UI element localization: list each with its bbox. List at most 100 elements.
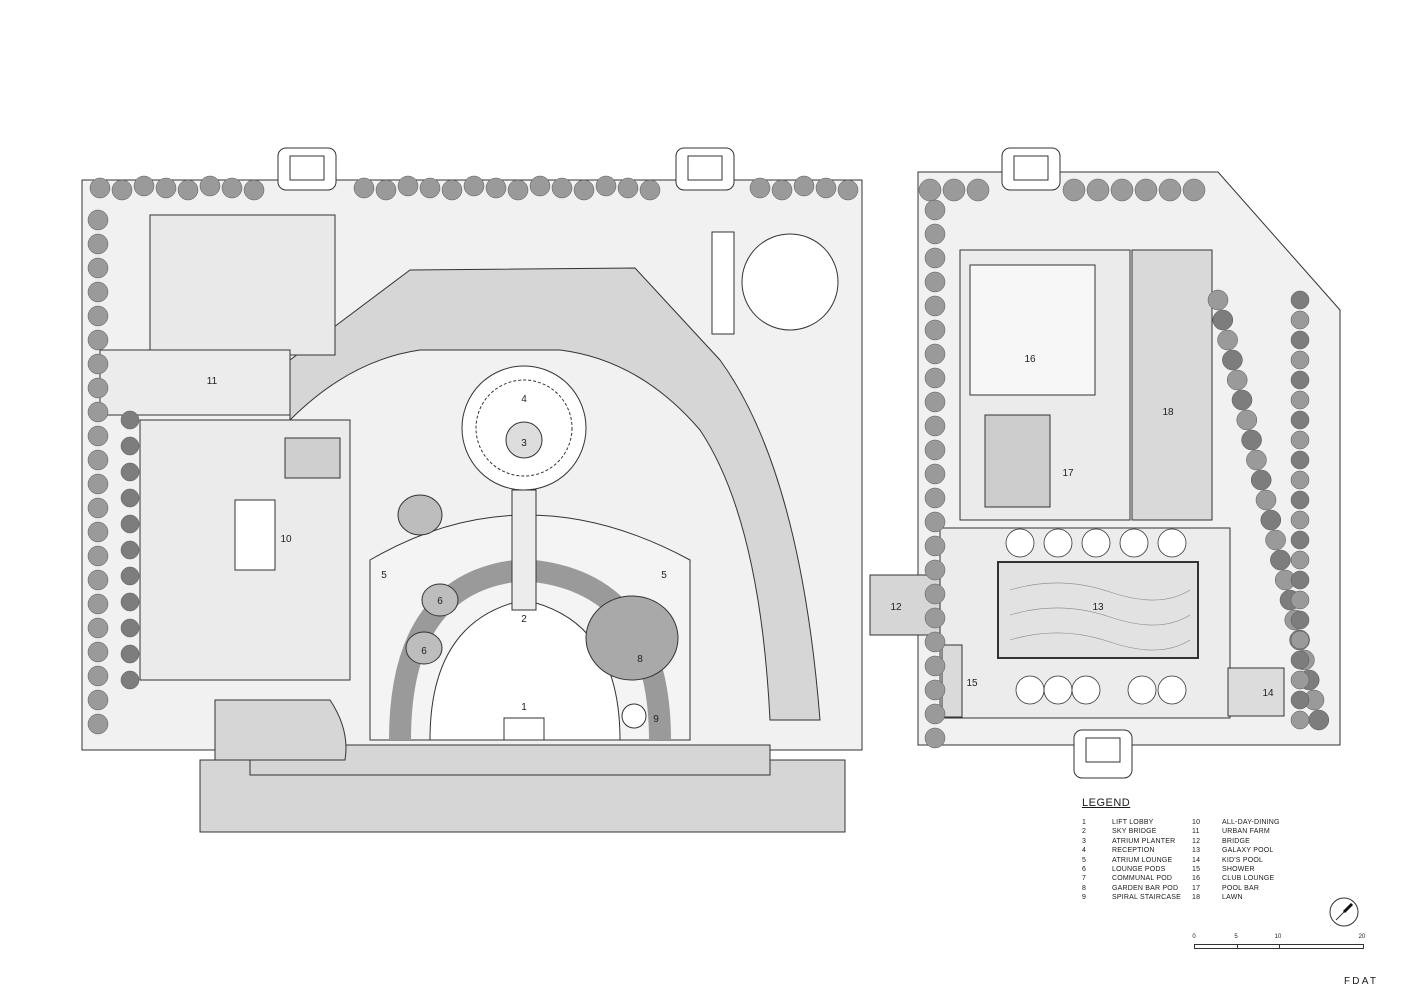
legend-item-name: BRIDGE bbox=[1222, 837, 1251, 845]
urban-farm bbox=[149, 214, 336, 356]
tree-icon bbox=[89, 177, 111, 199]
legend-item-name: SPIRAL STAIRCASE bbox=[1112, 894, 1181, 902]
tree-icon bbox=[485, 177, 507, 199]
umbrella-icon bbox=[1081, 528, 1111, 558]
label-galaxy-pool: 13 bbox=[1092, 602, 1104, 613]
tree-icon bbox=[463, 175, 485, 197]
legend-item-name: LIFT LOBBY bbox=[1112, 819, 1154, 826]
umbrella-icon bbox=[1157, 675, 1187, 705]
tree-icon bbox=[1290, 430, 1310, 450]
legend-item-number: 18 bbox=[1192, 894, 1201, 902]
tree-icon bbox=[924, 631, 946, 653]
label-lawn: 18 bbox=[1162, 407, 1174, 418]
tree-icon bbox=[1241, 429, 1262, 451]
pool-umbrellas bbox=[1005, 528, 1187, 705]
legend-item-number: 15 bbox=[1192, 866, 1201, 874]
tree-icon bbox=[924, 583, 946, 605]
legend-item-name: SKY BRIDGE bbox=[1112, 828, 1157, 836]
tree-icon bbox=[1290, 550, 1310, 570]
legend-item-number: 5 bbox=[1082, 856, 1087, 864]
legend-item-name: GARDEN BAR POD bbox=[1112, 884, 1179, 892]
tree-icon bbox=[87, 353, 109, 375]
tree-icon bbox=[120, 644, 140, 664]
tree-icon bbox=[1290, 490, 1310, 510]
round-feature bbox=[741, 233, 839, 331]
tree-icon bbox=[1217, 329, 1238, 351]
tree-icon bbox=[87, 473, 109, 495]
umbrella-icon bbox=[1015, 675, 1045, 705]
tree-icon bbox=[924, 727, 946, 749]
lounge-pod-1 bbox=[397, 494, 443, 536]
tree-icon bbox=[87, 329, 109, 351]
tree-icon bbox=[1290, 330, 1310, 350]
tree-icon bbox=[507, 179, 529, 201]
tree-icon bbox=[87, 425, 109, 447]
umbrella-icon bbox=[1157, 528, 1187, 558]
tree-icon bbox=[1062, 178, 1086, 202]
label-atrium-lounge-east: 5 bbox=[661, 570, 667, 581]
tree-icon bbox=[87, 281, 109, 303]
tree-icon bbox=[924, 247, 946, 269]
legend-item-number: 12 bbox=[1192, 837, 1201, 845]
label-pool-bar: 17 bbox=[1062, 468, 1074, 479]
tree-icon bbox=[1222, 349, 1243, 371]
lounge-pod-3 bbox=[405, 631, 443, 665]
legend-item-number: 10 bbox=[1192, 819, 1201, 826]
tree-icon bbox=[918, 178, 942, 202]
umbrella-icon bbox=[1127, 675, 1157, 705]
scale-line bbox=[1194, 944, 1364, 949]
tree-icon bbox=[924, 655, 946, 677]
tree-icon bbox=[87, 257, 109, 279]
tree-icon bbox=[87, 593, 109, 615]
legend-item: 2 SKY BRIDGE bbox=[1082, 827, 1192, 836]
legend-item: 5 ATRIUM LOUNGE bbox=[1082, 856, 1192, 865]
tree-icon bbox=[375, 179, 397, 201]
legend-item-name: ATRIUM LOUNGE bbox=[1112, 856, 1173, 864]
tree-icon bbox=[1231, 389, 1253, 411]
firm-logo: FDAT bbox=[1344, 976, 1379, 987]
label-lounge-pod-2: 6 bbox=[421, 646, 427, 657]
legend-item-name: POOL BAR bbox=[1222, 884, 1260, 892]
umbrella-icon bbox=[1043, 675, 1073, 705]
legend-item-number: 9 bbox=[1082, 894, 1087, 902]
tree-icon bbox=[87, 305, 109, 327]
tree-icon bbox=[924, 679, 946, 701]
legend-item-number: 7 bbox=[1082, 875, 1087, 883]
tree-icon bbox=[120, 462, 140, 482]
tree-icon bbox=[924, 559, 946, 581]
tree-icon bbox=[419, 177, 441, 199]
scale-bar: 0 5 10 20 bbox=[1192, 934, 1372, 960]
tree-icon bbox=[771, 179, 793, 201]
label-lift-lobby: 1 bbox=[521, 702, 527, 713]
legend-item-number: 2 bbox=[1082, 828, 1087, 836]
tree-icon bbox=[1290, 310, 1310, 330]
legend-item-name: LAWN bbox=[1222, 894, 1243, 902]
tree-icon bbox=[87, 401, 109, 423]
tree-icon bbox=[1290, 410, 1310, 430]
tree-icon bbox=[177, 179, 199, 201]
label-sky-bridge: 2 bbox=[521, 614, 527, 625]
tree-icon bbox=[441, 179, 463, 201]
legend-item-name: COMMUNAL POD bbox=[1112, 875, 1173, 883]
scale-tick-20: 20 bbox=[1358, 934, 1366, 940]
tree-icon bbox=[1134, 178, 1158, 202]
tree-icon bbox=[87, 497, 109, 519]
tree-icon bbox=[1290, 470, 1310, 490]
kids-pool bbox=[1227, 667, 1285, 717]
label-atrium-lounge-west: 5 bbox=[381, 570, 387, 581]
tree-icon bbox=[120, 670, 140, 690]
tree-icon bbox=[815, 177, 837, 199]
tree-icon bbox=[639, 179, 661, 201]
tree-icon bbox=[120, 410, 140, 430]
label-all-day-dining: 10 bbox=[280, 534, 292, 545]
legend-item-number: 14 bbox=[1192, 856, 1201, 864]
tree-icon bbox=[1207, 289, 1229, 311]
umbrella-icon bbox=[1043, 528, 1073, 558]
tree-icon bbox=[924, 367, 946, 389]
tree-icon bbox=[120, 540, 140, 560]
